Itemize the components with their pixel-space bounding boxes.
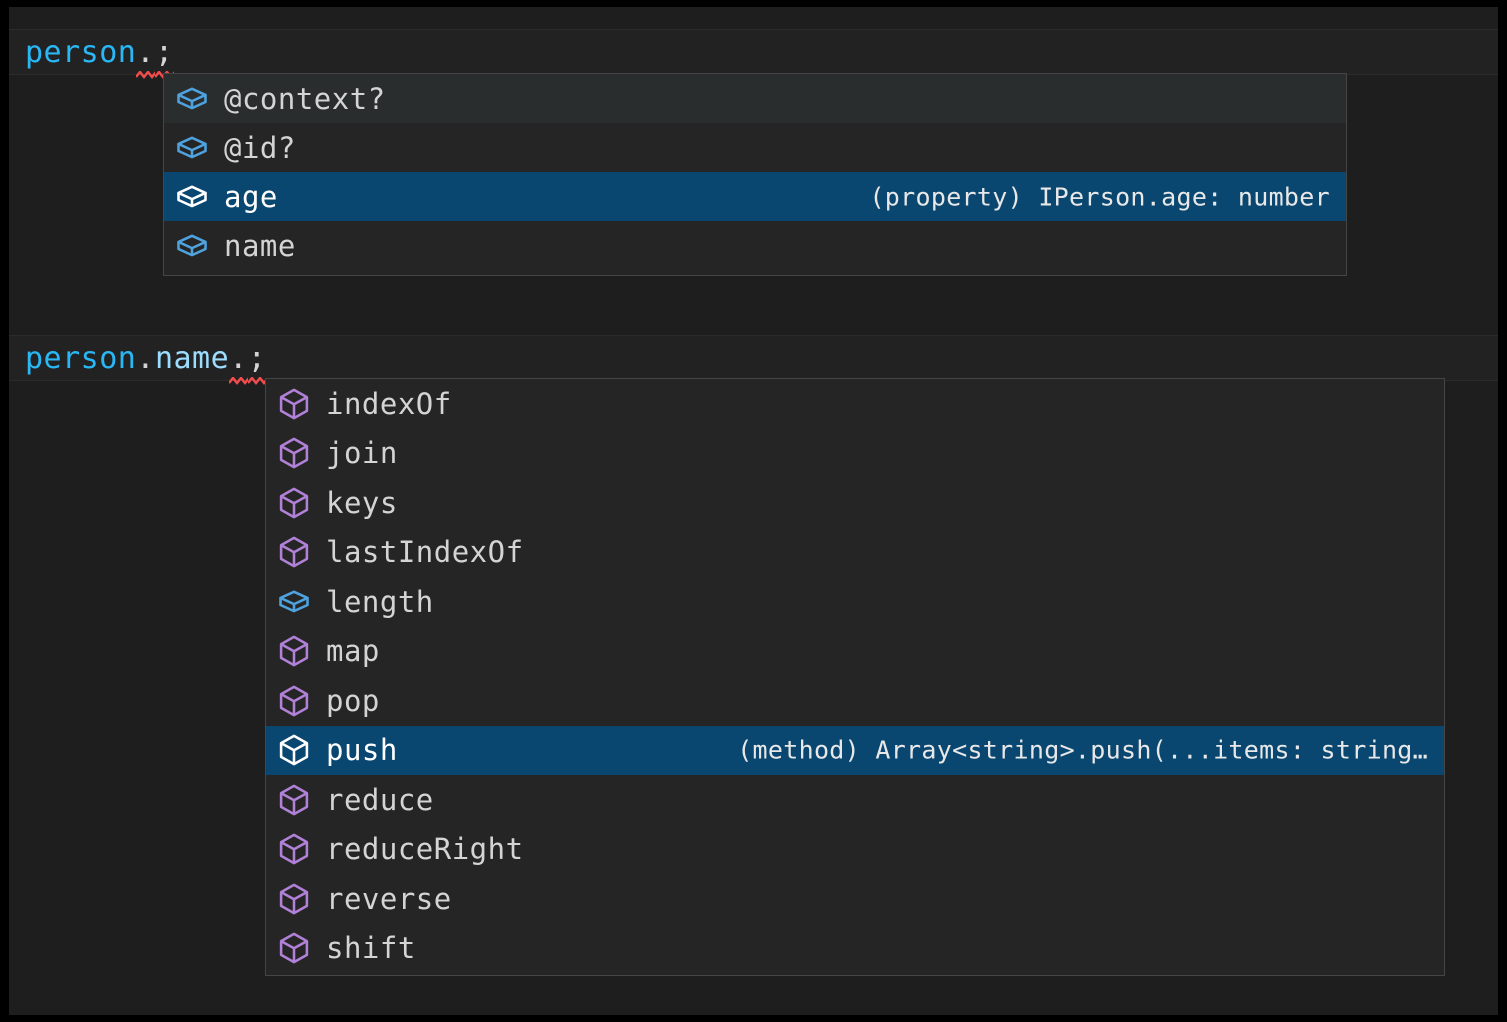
- token-dot: .: [136, 34, 155, 70]
- token-name: name: [154, 340, 230, 376]
- suggest-item-context[interactable]: @context?: [164, 74, 1346, 123]
- method-cube-icon: [274, 928, 314, 968]
- token-dot-error: .: [229, 340, 248, 385]
- suggest-item-name[interactable]: name: [164, 221, 1346, 270]
- method-cube-icon: [274, 829, 314, 869]
- token-person: person: [25, 340, 137, 376]
- suggest-item-label: @id?: [224, 130, 296, 165]
- suggest-item-id[interactable]: @id?: [164, 123, 1346, 172]
- token-semicolon: ;: [154, 34, 174, 70]
- suggest-item-label: shift: [326, 931, 416, 966]
- token-person: person: [25, 34, 137, 70]
- property-cube-icon: [172, 79, 212, 119]
- token-semicolon: ;: [247, 340, 267, 376]
- suggest-item-detail: (property) IPerson.age: number: [869, 182, 1330, 211]
- suggest-item-label: length: [326, 584, 434, 619]
- method-cube-icon: [274, 384, 314, 424]
- suggest-item-keys[interactable]: keys: [266, 478, 1444, 528]
- suggest-item-label: join: [326, 436, 398, 471]
- token-semicolon-error: ;: [247, 340, 267, 385]
- method-cube-icon: [274, 631, 314, 671]
- property-cube-icon: [274, 582, 314, 622]
- method-cube-icon: [274, 433, 314, 473]
- suggest-item-shift[interactable]: shift: [266, 924, 1444, 974]
- property-cube-icon: [172, 226, 212, 266]
- suggest-widget-person[interactable]: @context? @id? age (property) IPerson.age: …: [163, 73, 1347, 276]
- suggest-item-push[interactable]: push (method) Array<string>.push(...items…: [266, 725, 1444, 775]
- suggest-item-reduce[interactable]: reduce: [266, 775, 1444, 825]
- suggest-widget-person-name[interactable]: indexOf join keys lastIndexOf length map pop pu…: [265, 378, 1445, 976]
- suggest-item-reduceright[interactable]: reduceRight: [266, 825, 1444, 875]
- suggest-item-detail: (method) Array<string>.push(...items: st…: [737, 735, 1428, 765]
- suggest-item-indexof[interactable]: indexOf: [266, 379, 1444, 429]
- token-semicolon-error: ;: [154, 34, 174, 79]
- suggest-item-label: reduceRight: [326, 832, 524, 867]
- suggest-item-label: lastIndexOf: [326, 535, 524, 570]
- suggest-item-label: map: [326, 634, 380, 669]
- method-cube-icon: [274, 730, 314, 770]
- suggest-item-label: pop: [326, 683, 380, 718]
- code-editor-surface[interactable]: person.; person.name.; @context?@id?age(…: [9, 7, 1498, 1015]
- suggest-item-label: @context?: [224, 81, 386, 116]
- token-dot: .: [136, 340, 155, 376]
- property-cube-icon: [172, 177, 212, 217]
- method-cube-icon: [274, 780, 314, 820]
- suggest-item-label: age: [224, 179, 278, 214]
- error-squiggle-icon: [136, 70, 155, 79]
- suggest-item-length[interactable]: length: [266, 577, 1444, 627]
- suggest-item-age[interactable]: age (property) IPerson.age: number: [164, 172, 1346, 221]
- property-cube-icon: [172, 128, 212, 168]
- suggest-item-lastindexof[interactable]: lastIndexOf: [266, 528, 1444, 578]
- suggest-item-label: push: [326, 733, 398, 768]
- token-dot-2: .: [229, 340, 248, 376]
- suggest-item-label: name: [224, 228, 296, 263]
- suggest-item-pop[interactable]: pop: [266, 676, 1444, 726]
- suggest-item-label: reverse: [326, 881, 452, 916]
- method-cube-icon: [274, 483, 314, 523]
- suggest-item-map[interactable]: map: [266, 627, 1444, 677]
- suggest-item-label: reduce: [326, 782, 434, 817]
- error-squiggle-icon: [229, 376, 248, 385]
- code-line-person[interactable]: person.;: [9, 29, 1498, 79]
- suggest-item-join[interactable]: join: [266, 429, 1444, 479]
- error-squiggle-icon: [247, 376, 267, 385]
- token-dot-error: .: [136, 34, 155, 79]
- suggest-item-label: keys: [326, 485, 398, 520]
- method-cube-icon: [274, 879, 314, 919]
- method-cube-icon: [274, 532, 314, 572]
- method-cube-icon: [274, 681, 314, 721]
- code-line-person-name[interactable]: person.name.;: [9, 335, 1498, 385]
- suggest-item-reverse[interactable]: reverse: [266, 874, 1444, 924]
- suggest-item-label: indexOf: [326, 386, 452, 421]
